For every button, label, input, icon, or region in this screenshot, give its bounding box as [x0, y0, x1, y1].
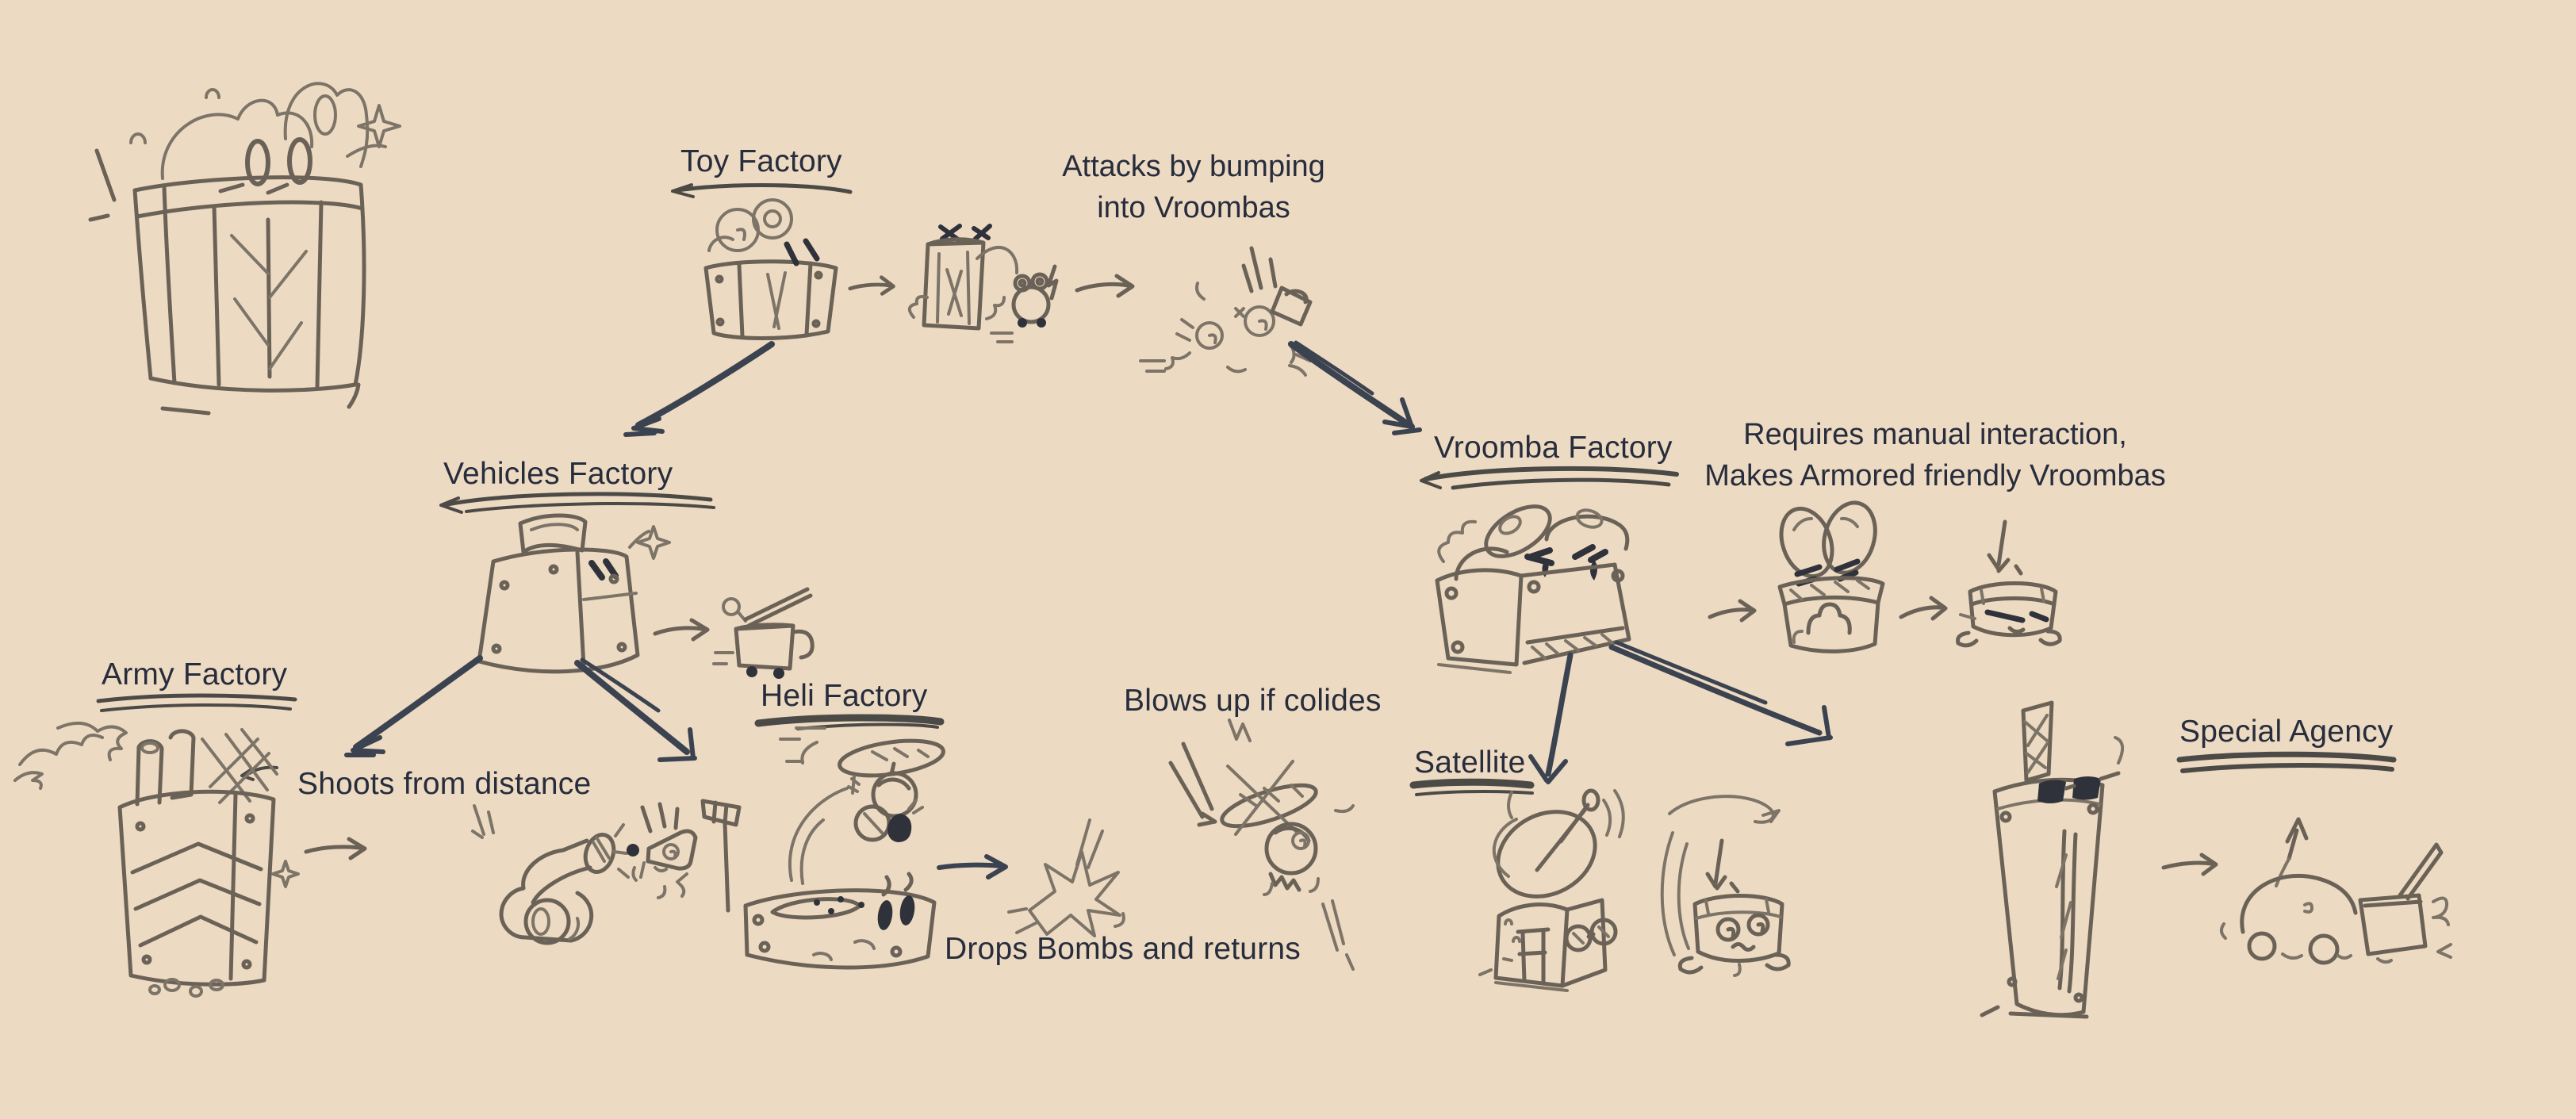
toy-attack-line1: Attacks by bumping — [1062, 150, 1325, 183]
arrow-toy-to-vehicles — [623, 341, 775, 437]
toy-factory-label: Toy Factory — [680, 144, 842, 178]
toy-attack-line2: into Vroombas — [1097, 191, 1290, 224]
vroomba-annotation-line1: Requires manual interaction, — [1743, 418, 2127, 451]
arrow-toy-to-vroomba — [1288, 340, 1422, 435]
arrow-toy-step2 — [1075, 274, 1135, 298]
arrow-vehicles-to-heli — [574, 657, 697, 762]
toy-factory-box-sketch — [703, 198, 838, 340]
satellite-label: Satellite — [1414, 745, 1526, 780]
arrow-heli-to-explosion — [937, 854, 1008, 879]
vroomba-bucket-sketch — [1777, 500, 1885, 653]
toy-being-built-sketch — [907, 224, 1059, 343]
toy-factory-underline — [671, 183, 853, 198]
vroomba-factory-box-sketch — [1435, 504, 1631, 674]
arrow-vehicles-to-cart — [653, 618, 710, 642]
arrow-vroomba-step1 — [1708, 599, 1757, 623]
special-agency-label: Special Agency — [2179, 715, 2394, 749]
vroomba-factory-label: Vroomba Factory — [1434, 431, 1673, 465]
crashing-helicopter-sketch — [1168, 719, 1355, 971]
heli-collision-annotation: Blows up if colides — [1124, 684, 1382, 718]
arrow-special-to-car — [2161, 853, 2218, 876]
dizzy-vroomba-sketch — [1660, 795, 1791, 977]
vroomba-annotation-line2: Makes Armored friendly Vroombas — [1704, 459, 2166, 492]
army-factory-underline — [96, 693, 297, 712]
box-mascot-sketch — [88, 82, 401, 416]
army-behavior-annotation: Shoots from distance — [297, 767, 592, 801]
heli-factory-label: Heli Factory — [761, 679, 928, 713]
satellite-dish-building-sketch — [1478, 788, 1625, 992]
armored-vroomba-sketch — [1956, 519, 2062, 648]
vroomba-factory-underline — [1420, 466, 1679, 490]
arrow-vroomba-step2 — [1899, 596, 1948, 621]
special-agency-tower-sketch — [1980, 700, 2125, 1019]
arrow-army-to-tank — [304, 837, 367, 860]
heli-behavior-annotation: Drops Bombs and returns — [945, 932, 1301, 966]
toy-attack-annotation: Attacks by bumping into Vroombas — [1039, 146, 1348, 228]
toy-vroomba-collision-sketch — [1139, 246, 1313, 377]
vehicles-factory-box-sketch — [477, 513, 671, 674]
vroomba-annotation: Requires manual interaction, Makes Armor… — [1677, 414, 2193, 496]
arrow-toy-step1 — [848, 275, 895, 296]
army-factory-label: Army Factory — [102, 657, 288, 692]
tank-shooting-sketch — [471, 802, 698, 945]
special-agency-underline — [2176, 751, 2397, 773]
vehicles-factory-label: Vehicles Factory — [443, 457, 673, 491]
vehicles-factory-underline — [439, 492, 715, 514]
arrow-vroomba-to-satellite — [1528, 652, 1574, 784]
heli-factory-box-sketch — [700, 726, 945, 970]
wind-up-cart-sketch — [712, 587, 815, 679]
army-factory-box-sketch — [13, 722, 300, 998]
arrow-vehicles-to-army — [344, 655, 483, 757]
spy-car-with-trailer-sketch — [2220, 817, 2452, 965]
bomb-explosion-sketch — [1007, 818, 1125, 937]
arrow-vroomba-to-special — [1608, 640, 1833, 746]
satellite-underline — [1409, 778, 1535, 796]
